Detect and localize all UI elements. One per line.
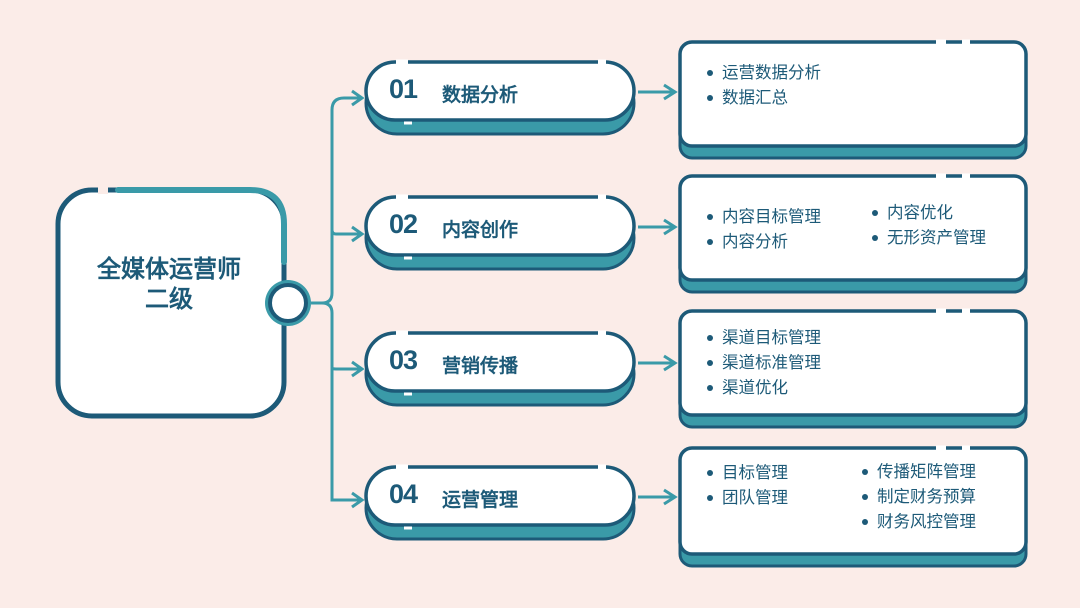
branch-card-2 <box>678 173 1028 294</box>
branch-card-4 <box>678 445 1028 568</box>
card-item: 渠道标准管理 <box>707 354 821 372</box>
branch-number-4: 04 <box>389 479 418 509</box>
card-item: 团队管理 <box>707 489 788 507</box>
card-item: 传播矩阵管理 <box>862 463 976 481</box>
card-item: 内容优化 <box>872 204 953 222</box>
arrow-to-card-4 <box>638 488 678 506</box>
card-item: 目标管理 <box>707 464 788 482</box>
root-title-line1: 全媒体运营师 <box>97 256 241 283</box>
branch-label-4: 运营管理 <box>442 490 519 511</box>
card-item: 内容分析 <box>707 233 788 251</box>
branch-pill-1 <box>364 59 636 136</box>
branch-label-3: 营销传播 <box>442 356 519 377</box>
branch-label-1: 数据分析 <box>442 85 519 106</box>
arrow-to-card-3 <box>638 354 678 372</box>
branch-number-1: 01 <box>389 74 418 104</box>
card-item: 运营数据分析 <box>707 64 821 82</box>
connector-node <box>265 280 311 326</box>
branch-card-3 <box>678 308 1028 429</box>
branch-label-2: 内容创作 <box>442 220 519 241</box>
branch-connectors <box>311 89 365 509</box>
card-item: 财务风控管理 <box>862 513 976 531</box>
card-item: 数据汇总 <box>707 89 788 107</box>
arrow-to-card-1 <box>638 83 678 101</box>
branch-pill-3 <box>364 330 636 407</box>
card-item: 渠道目标管理 <box>707 329 821 347</box>
card-item: 制定财务预算 <box>862 488 976 506</box>
arrow-to-card-2 <box>638 218 678 236</box>
card-item: 无形资产管理 <box>872 229 986 247</box>
branch-pill-2 <box>364 194 636 271</box>
card-item: 渠道优化 <box>707 379 788 397</box>
branch-card-1 <box>678 39 1028 160</box>
root-title-line2: 二级 <box>145 286 193 313</box>
branch-number-2: 02 <box>389 209 418 239</box>
branch-number-3: 03 <box>389 345 418 375</box>
card-item: 内容目标管理 <box>707 208 821 226</box>
root-title: 全媒体运营师 二级 <box>62 255 276 315</box>
branch-pill-4 <box>364 464 636 541</box>
